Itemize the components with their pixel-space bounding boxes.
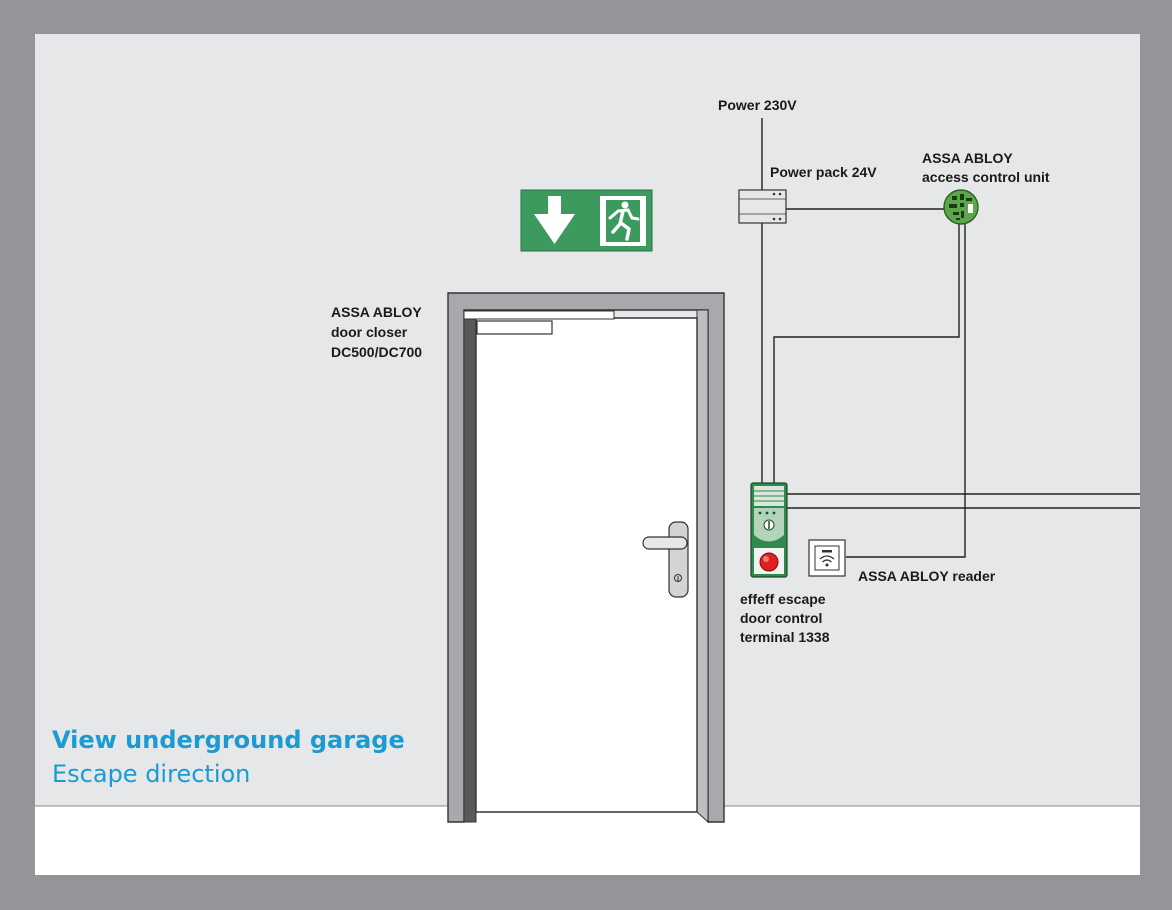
power-pack [738, 189, 787, 224]
label-reader: ASSA ABLOY reader [858, 568, 996, 584]
label-power-230: Power 230V [718, 97, 797, 113]
wireless-reader-icon[interactable] [808, 539, 846, 577]
label-access-unit-1: ASSA ABLOY [922, 150, 1013, 166]
page-subtitle: Escape direction [52, 760, 250, 788]
running-man-exit-icon [600, 196, 646, 246]
door-leaf [475, 317, 698, 813]
label-terminal-3: terminal 1338 [740, 629, 830, 645]
page-title: View underground garage [52, 726, 405, 754]
wiring [761, 118, 1140, 558]
floor [35, 806, 1140, 875]
door-handle[interactable] [642, 521, 689, 598]
escape-door-terminal [750, 482, 788, 578]
exit-sign [520, 189, 653, 252]
label-power-pack: Power pack 24V [770, 164, 877, 180]
label-access-unit-2: access control unit [922, 169, 1050, 185]
label-closer-3: DC500/DC700 [331, 344, 422, 360]
label-closer-1: ASSA ABLOY [331, 304, 422, 320]
arrow-down-icon [534, 196, 575, 244]
door-frame [447, 292, 725, 824]
label-closer-2: door closer [331, 324, 408, 340]
emergency-button[interactable] [759, 552, 779, 572]
label-terminal-1: effeff escape [740, 591, 826, 607]
door-closer [463, 310, 615, 335]
label-terminal-2: door control [740, 610, 822, 626]
circuit-board-icon [943, 189, 979, 225]
